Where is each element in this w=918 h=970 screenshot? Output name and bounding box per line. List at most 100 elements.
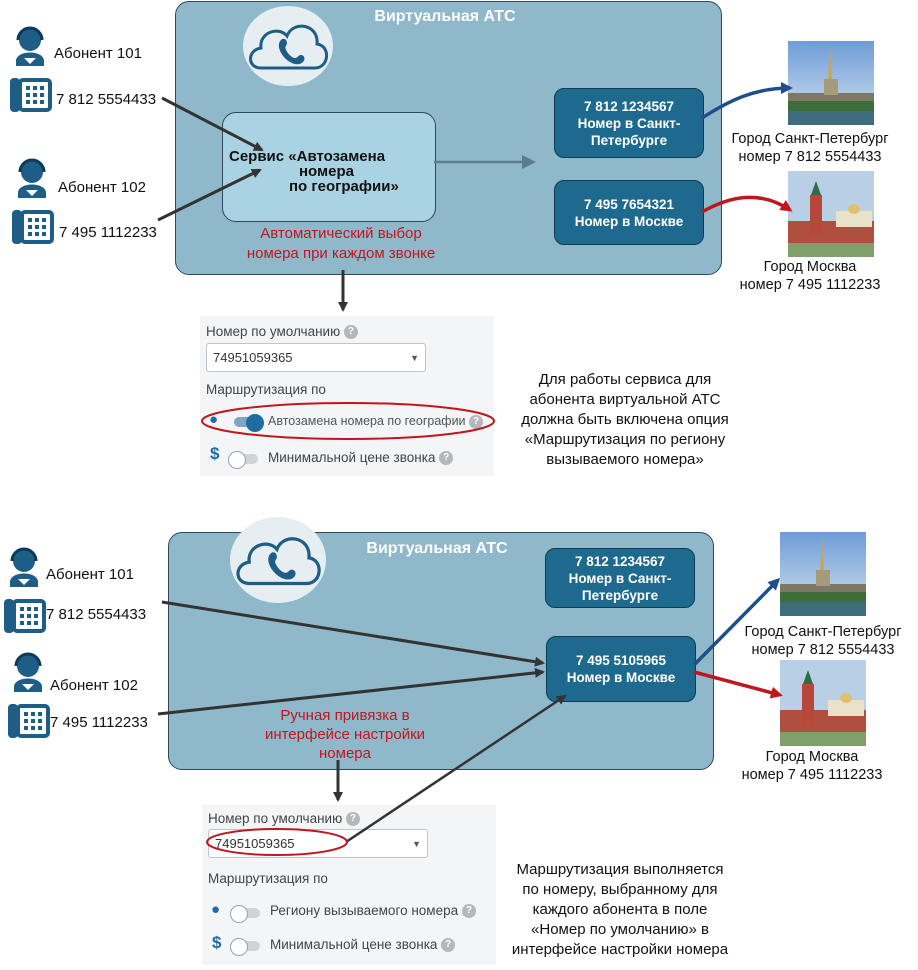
subscriber-101-number-top: 7 812 5554433 — [56, 91, 157, 108]
subscriber-101-name-bottom: Абонент 101 — [46, 566, 134, 583]
min-price-toggle-bottom[interactable] — [230, 938, 260, 956]
spb-city-number-bottom: номер 7 812 5554433 — [751, 642, 895, 658]
subscriber-headset-icon — [18, 158, 46, 198]
geo-option-row: Автозамена номера по географии ? — [268, 414, 484, 429]
subscriber-headset-icon — [14, 652, 42, 692]
help-icon[interactable]: ? — [461, 904, 476, 919]
service-line-2: номера — [299, 163, 354, 180]
subscriber-101-number-bottom: 7 812 5554433 — [46, 606, 147, 623]
subscriber-102-number-bottom: 7 495 1112233 — [50, 714, 148, 731]
manual-caption-line-3: номера — [319, 745, 371, 762]
region-routing-toggle[interactable] — [230, 905, 260, 923]
spb-city-photo-bottom — [780, 531, 866, 617]
auto-caption-line-2: номера при каждом звонке — [246, 245, 436, 262]
default-number-label-top: Номер по умолчанию ? — [206, 324, 358, 340]
help-icon[interactable]: ? — [439, 451, 454, 466]
top-note-line-1: Для работы сервиса для — [538, 371, 712, 388]
default-number-select-top[interactable]: 74951059365 ▼ — [206, 343, 426, 372]
routing-label-bottom: Маршрутизация по — [208, 871, 328, 886]
auto-selection-caption: Автоматический выбор номера при каждом з… — [226, 224, 456, 264]
pbx-title-bottom: Виртуальная АТС — [366, 540, 508, 557]
region-option-row: Региону вызываемого номера ? — [270, 903, 476, 919]
number-spb-line3-bottom: Петербурге — [581, 587, 659, 603]
top-note-line-5: вызываемого номера» — [546, 451, 704, 468]
number-box-msk-top: 7 495 7654321 Номер в Москве — [554, 180, 704, 245]
subscriber-102-name-top: Абонент 102 — [58, 179, 146, 196]
min-price-option-label-bottom: Минимальной цене звонка — [270, 937, 438, 952]
spb-city-caption-bottom: Город Санкт-Петербург номер 7 812 555443… — [730, 623, 916, 659]
top-note-line-2: абонента виртуальной АТС — [529, 391, 721, 408]
min-price-toggle-top[interactable] — [228, 451, 258, 469]
number-spb-value-bottom: 7 812 1234567 — [574, 553, 666, 569]
pbx-title-top: Виртуальная АТС — [374, 8, 516, 25]
number-box-msk-bottom: 7 495 5105965 Номер в Москве — [546, 636, 696, 702]
spb-city-image — [780, 532, 866, 616]
help-icon[interactable]: ? — [441, 938, 456, 953]
default-number-select-bottom[interactable]: 74951059365 ▼ — [208, 829, 428, 858]
msk-city-image — [788, 171, 874, 257]
help-icon[interactable]: ? — [345, 812, 360, 827]
number-spb-line3: Петербурге — [590, 132, 668, 148]
bottom-note-line-1: Маршрутизация выполняется — [516, 861, 724, 878]
location-pin-icon: ● — [209, 411, 219, 428]
dollar-icon: $ — [212, 933, 222, 952]
min-price-option-label-top: Минимальной цене звонка — [268, 450, 436, 465]
top-explanation-note: Для работы сервиса для абонента виртуаль… — [500, 370, 750, 470]
service-line-3: по географии» — [289, 178, 399, 195]
default-number-label-text: Номер по умолчанию — [206, 324, 341, 339]
cloud-circle-top — [243, 6, 333, 86]
manual-caption-line-1: Ручная привязка в — [280, 707, 410, 724]
bottom-note-line-4: «Номер по умолчанию» в — [531, 921, 709, 938]
bottom-note-line-5: интерфейсе настройки номера — [511, 941, 729, 958]
phone-cloud-icon — [236, 537, 321, 586]
msk-city-name-top: Город Москва — [763, 259, 857, 275]
desk-phone-icon — [8, 704, 50, 738]
manual-binding-caption: Ручная привязка в интерфейсе настройки н… — [250, 706, 440, 763]
subscriber-101-top — [8, 24, 54, 118]
auto-caption-line-1: Автоматический выбор — [260, 225, 422, 242]
number-spb-line2-bottom: Номер в Санкт- — [568, 570, 672, 586]
subscriber-102-bottom — [6, 650, 52, 744]
help-icon[interactable]: ? — [469, 414, 484, 429]
msk-city-photo-top — [788, 171, 874, 257]
default-number-label-bottom: Номер по умолчанию ? — [208, 811, 360, 827]
top-note-line-3: должна быть включена опция — [521, 411, 729, 428]
number-spb-value: 7 812 1234567 — [583, 98, 675, 114]
msk-city-photo-bottom — [780, 660, 866, 746]
desk-phone-icon — [4, 599, 46, 633]
subscriber-102-name-bottom: Абонент 102 — [50, 677, 138, 694]
bottom-note-line-2: по номеру, выбранному для — [522, 881, 718, 898]
msk-city-name-bottom: Город Москва — [765, 749, 859, 765]
msk-city-caption-bottom: Город Москва номер 7 495 1112233 — [722, 748, 902, 784]
cloud-circle-bottom — [230, 517, 326, 603]
bottom-explanation-note: Маршрутизация выполняется по номеру, выб… — [500, 860, 740, 960]
spb-city-photo-top — [788, 41, 874, 125]
number-msk-value-bottom: 7 495 5105965 — [575, 653, 667, 668]
routing-label-top: Маршрутизация по — [206, 382, 326, 397]
manual-caption-line-2: интерфейсе настройки — [264, 726, 426, 743]
help-icon[interactable]: ? — [343, 325, 358, 340]
subscriber-101-bottom — [2, 545, 48, 639]
spb-city-caption-top: Город Санкт-Петербург номер 7 812 555443… — [712, 130, 908, 166]
geo-autoreplace-toggle[interactable] — [234, 414, 264, 432]
msk-city-number-top: номер 7 495 1112233 — [739, 277, 881, 293]
chevron-down-icon: ▼ — [412, 839, 421, 849]
subscriber-headset-icon — [16, 26, 44, 66]
spb-city-name-top: Город Санкт-Петербург — [731, 131, 889, 147]
bottom-note-line-3: каждого абонента в поле — [532, 901, 708, 918]
spb-city-image — [788, 41, 874, 125]
service-line-1: Сервис «Автозамена — [229, 148, 386, 165]
msk-city-caption-top: Город Москва номер 7 495 1112233 — [722, 258, 898, 294]
geo-autoreplace-service-box: Сервис «Автозамена номера по географии» — [222, 112, 436, 222]
subscriber-102-number-top: 7 495 1112233 — [59, 224, 157, 241]
default-number-value-top: 74951059365 — [213, 350, 293, 365]
number-spb-line2: Номер в Санкт- — [577, 115, 681, 131]
number-msk-value: 7 495 7654321 — [583, 196, 675, 212]
location-pin-icon: ● — [211, 901, 221, 918]
dollar-icon: $ — [210, 444, 220, 463]
desk-phone-icon — [12, 210, 54, 244]
subscriber-101-name-top: Абонент 101 — [54, 45, 142, 62]
number-box-spb-bottom: 7 812 1234567 Номер в Санкт- Петербурге — [545, 548, 695, 608]
top-note-line-4: «Маршрутизация по региону — [524, 431, 726, 448]
geo-option-label: Автозамена номера по географии — [268, 414, 466, 428]
